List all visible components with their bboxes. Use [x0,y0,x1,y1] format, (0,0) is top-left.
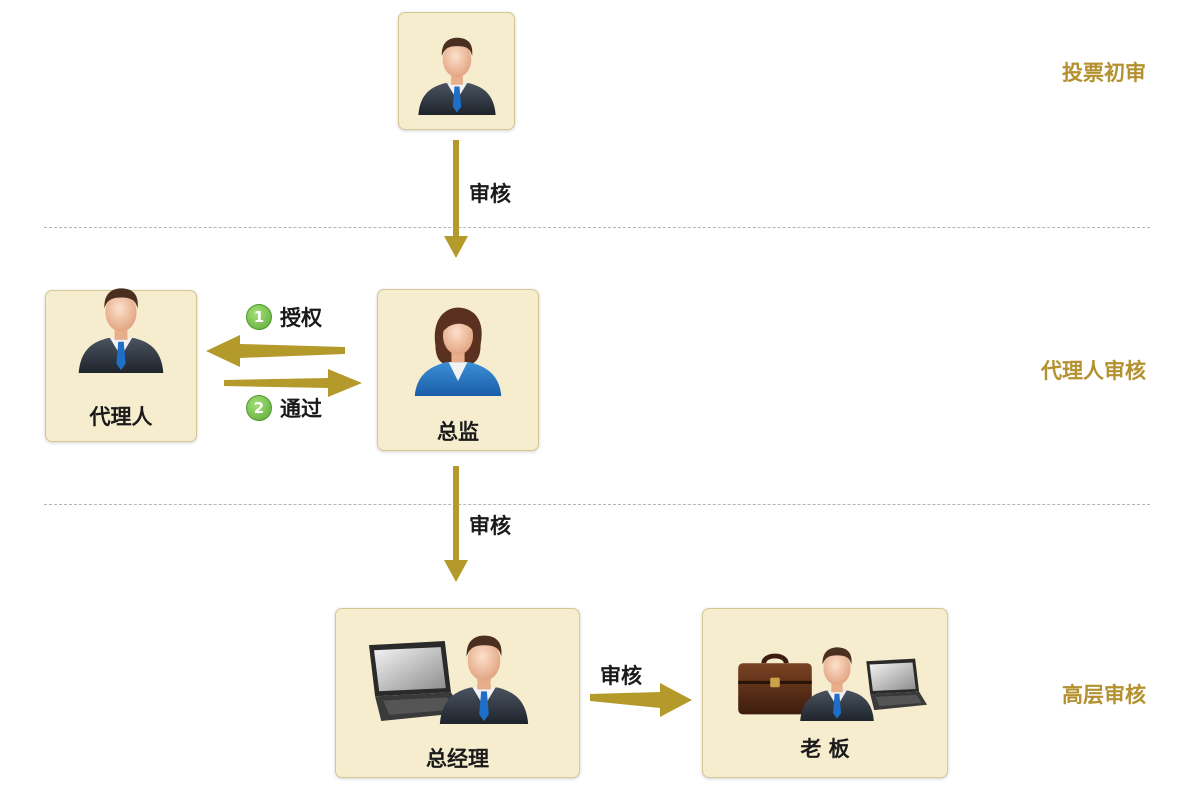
director-label: 总监 [437,420,479,444]
pass-label: 通过 [280,397,322,421]
review-arrow-down [444,466,468,582]
boss-label: 老 板 [800,737,850,761]
authorize-label: 授权 [280,306,322,330]
section-label-senior-review: 高层审核 [1062,683,1146,707]
agent-box: 代理人 [45,290,197,442]
separator-line [44,504,1150,505]
general-manager-label: 总经理 [426,747,489,771]
review-label: 审核 [600,664,642,688]
review-label: 审核 [469,514,511,538]
review-arrow-right [590,683,692,717]
section-label-initial-review: 投票初审 [1062,61,1146,85]
authorize-arrow [206,335,345,367]
separator-line [44,227,1150,228]
boss-box: 老 板 [702,608,948,778]
review-label: 审核 [469,182,511,206]
step-number-badge: 2 [246,395,272,421]
general-manager-box: 总经理 [335,608,580,778]
director-box: 总监 [377,289,539,451]
agent-label: 代理人 [89,405,153,429]
pass-arrow [224,369,362,397]
section-label-agent-review: 代理人审核 [1041,359,1146,383]
initial-reviewer-box [398,12,515,130]
step-number-badge: 1 [246,304,272,330]
review-arrow-down [444,140,468,258]
